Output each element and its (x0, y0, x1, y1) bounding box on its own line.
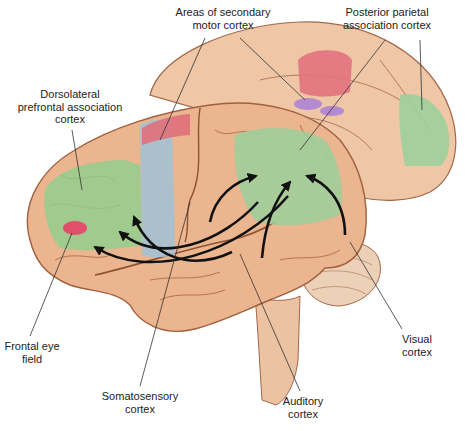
medial-motor-blob (320, 106, 344, 116)
pathway-arrows (95, 176, 345, 262)
medial-motor-blob (294, 98, 322, 110)
lateral-hemisphere (27, 103, 366, 331)
region-label: Posterior parietal association cortex (332, 6, 442, 31)
medial-parietal-area (399, 94, 449, 166)
frontal-eye-field-area (63, 221, 87, 235)
region-label: Auditory cortex (272, 395, 334, 420)
region-label: Dorsolateral prefrontal association cort… (16, 88, 124, 126)
region-label: Somatosensory cortex (96, 390, 184, 415)
secondary-motor-area (142, 114, 190, 145)
region-label: Visual cortex (390, 333, 444, 358)
region-label: Frontal eye field (4, 340, 60, 365)
region-label: Areas of secondary motor cortex (168, 6, 278, 31)
medial-secondary-motor (298, 50, 352, 96)
brainstem (255, 295, 300, 405)
